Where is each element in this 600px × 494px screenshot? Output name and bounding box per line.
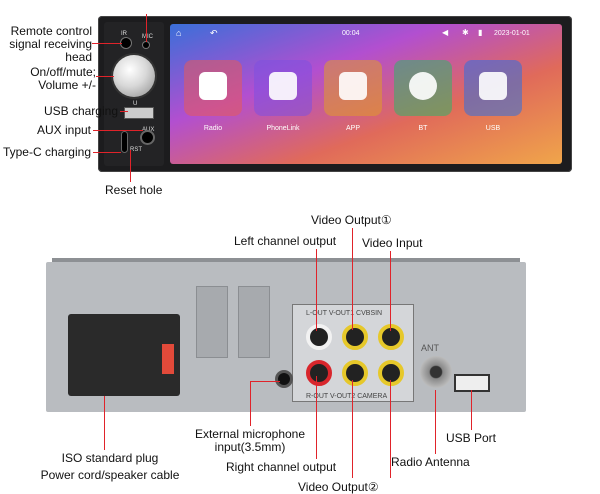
leader-remote	[92, 43, 122, 44]
leader-video-input	[390, 251, 391, 331]
label-remote: Remote control signal receiving head	[9, 24, 92, 64]
label-iso-plug: ISO standard plug	[61, 451, 159, 465]
label-video-input: Video Input	[362, 236, 423, 250]
leader-usb-port	[471, 390, 472, 430]
aux-jack[interactable]	[142, 132, 153, 143]
label-usb-charging: USB charging	[43, 104, 118, 118]
phonelink-icon	[269, 72, 297, 100]
rear-vent-2	[238, 286, 270, 358]
app-tile-radio[interactable]	[184, 60, 242, 116]
panel-bottom-row-text: R-OUT V-OUT2 CAMERA	[306, 393, 388, 400]
app-tile-bt[interactable]	[394, 60, 452, 116]
panel-top-row-text: L-OUT V-OUT1 CVBSIN	[306, 310, 383, 317]
app-label-phonelink: PhoneLink	[266, 125, 300, 132]
leader-typec	[93, 152, 121, 153]
app-grid-icon	[339, 72, 367, 100]
rca-camera-in[interactable]	[378, 360, 404, 386]
leader-right-channel	[316, 376, 317, 459]
leader-video-output-2	[352, 380, 353, 478]
leader-power	[96, 76, 114, 77]
leader-left-channel	[316, 249, 317, 331]
label-external-mic: External microphone input(3.5mm)	[194, 427, 306, 454]
app-label-radio: Radio	[203, 125, 223, 132]
label-right-channel: Right channel output	[226, 460, 337, 474]
typec-port[interactable]	[122, 132, 127, 152]
rear-vent-1	[196, 286, 228, 358]
usb-icon	[479, 72, 507, 100]
leader-aux	[93, 130, 143, 131]
leader-mic	[146, 14, 147, 42]
battery-icon: ▮	[478, 28, 483, 37]
status-bar: ⌂ ↶ 00:04 ◀ ✱ ▮ 2023-01-01	[170, 24, 562, 44]
label-typec: Type-C charging	[2, 145, 91, 159]
ant-text: ANT	[421, 343, 439, 353]
aux-mark: AUX	[142, 127, 155, 133]
bluetooth-icon: ✱	[462, 28, 469, 37]
leader-reset	[130, 150, 131, 182]
radio-icon	[199, 72, 227, 100]
mic-mark: MIC	[142, 34, 153, 40]
leader-external-mic-h	[250, 381, 280, 382]
leader-usb	[120, 111, 128, 112]
touch-screen[interactable]: ⌂ ↶ 00:04 ◀ ✱ ▮ 2023-01-01 Radio PhoneLi…	[170, 24, 562, 164]
app-tile-app[interactable]	[324, 60, 382, 116]
rca-video-out-1[interactable]	[342, 324, 368, 350]
label-reset: Reset hole	[105, 183, 163, 197]
clock: 00:04	[342, 30, 360, 37]
app-label-bt: BT	[418, 125, 428, 132]
rear-usb-port[interactable]	[454, 374, 490, 392]
label-usb-port: USB Port	[446, 431, 497, 445]
volume-knob[interactable]	[113, 55, 155, 97]
fuse	[162, 344, 174, 374]
external-mic-jack[interactable]	[278, 373, 290, 385]
back-icon[interactable]: ↶	[210, 28, 218, 38]
leader-external-mic	[250, 382, 251, 426]
app-tile-phonelink[interactable]	[254, 60, 312, 116]
iso-connector[interactable]	[68, 314, 180, 396]
label-power-cord: Power cord/speaker cable	[40, 468, 180, 482]
rca-left-out[interactable]	[306, 324, 332, 350]
home-icon[interactable]: ⌂	[176, 28, 182, 38]
mic-hole	[143, 42, 149, 48]
date: 2023-01-01	[494, 30, 530, 37]
label-power: On/off/mute; Volume +/-	[30, 65, 96, 92]
ir-mark: IR	[121, 31, 127, 37]
label-video-output-2: Video Output②	[298, 480, 379, 494]
leader-camera	[390, 380, 391, 478]
leader-radio-antenna	[435, 390, 436, 454]
label-radio-antenna: Radio Antenna	[391, 455, 470, 469]
rca-video-out-2[interactable]	[342, 360, 368, 386]
rst-mark: RST	[130, 147, 142, 153]
app-label-app: APP	[345, 125, 360, 132]
front-usb-port[interactable]	[124, 107, 154, 119]
leader-video-output-1	[352, 228, 353, 330]
usb-mark: U	[133, 101, 138, 107]
ir-receiver	[121, 38, 131, 48]
label-video-output-1: Video Output①	[311, 213, 392, 227]
label-aux: AUX input	[36, 123, 91, 137]
rca-right-out[interactable]	[306, 360, 332, 386]
label-left-channel: Left channel output	[234, 234, 337, 248]
rca-video-in[interactable]	[378, 324, 404, 350]
leader-iso	[104, 396, 105, 450]
antenna-socket[interactable]	[420, 356, 452, 388]
app-tile-usb[interactable]	[464, 60, 522, 116]
volume-icon: ◀	[442, 28, 449, 37]
app-label-usb: USB	[485, 125, 501, 132]
phone-icon	[409, 72, 437, 100]
